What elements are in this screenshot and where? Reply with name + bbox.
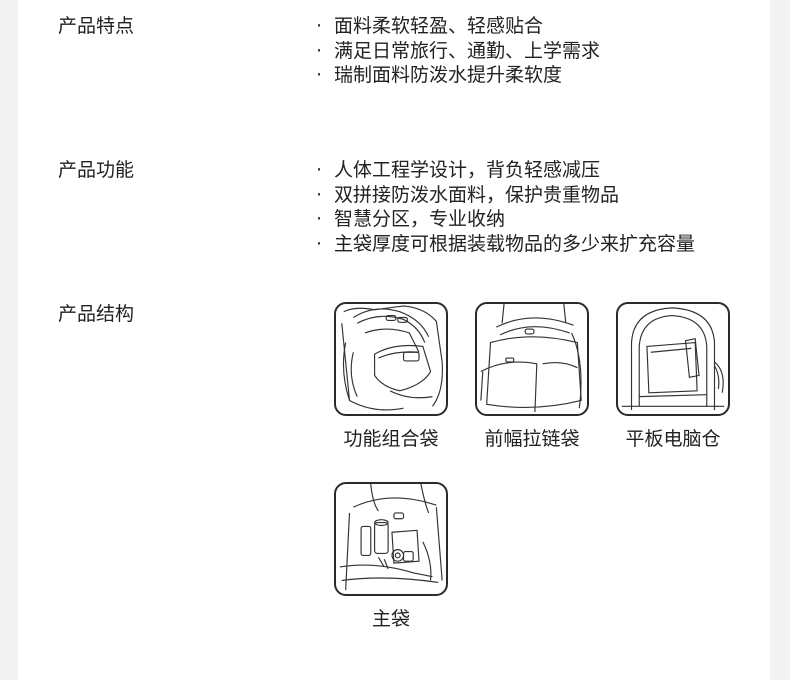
features-list: ·面料柔软轻盈、轻感贴合 ·满足日常旅行、通勤、上学需求 ·瑞制面料防泼水提升柔… [316, 14, 600, 88]
functions-list: ·人体工程学设计，背负轻感减压 ·双拼接防泼水面料，保护贵重物品 ·智慧分区，专… [316, 158, 695, 256]
main-compartment-illustration [334, 482, 448, 596]
content-panel: 产品特点 ·面料柔软轻盈、轻感贴合 ·满足日常旅行、通勤、上学需求 ·瑞制面料防… [18, 0, 770, 680]
list-item: ·人体工程学设计，背负轻感减压 [316, 159, 601, 181]
front-zipper-pocket-illustration [475, 302, 589, 416]
list-item: ·瑞制面料防泼水提升柔软度 [316, 64, 563, 86]
tablet-compartment-illustration [616, 302, 730, 416]
function-pocket-illustration [334, 302, 448, 416]
list-item: ·智慧分区，专业收纳 [316, 208, 506, 230]
functions-title: 产品功能 [58, 159, 135, 181]
features-title: 产品特点 [58, 15, 135, 37]
structure-label: 平板电脑仓 [625, 428, 721, 450]
structure-label: 功能组合袋 [343, 428, 439, 450]
list-item: ·面料柔软轻盈、轻感贴合 [316, 15, 544, 37]
structure-label: 前幅拉链袋 [484, 428, 580, 450]
structure-title: 产品结构 [58, 303, 135, 325]
structure-label: 主袋 [371, 608, 410, 630]
list-item: ·双拼接防泼水面料，保护贵重物品 [316, 183, 620, 206]
list-item: ·满足日常旅行、通勤、上学需求 [316, 39, 601, 62]
list-item: ·主袋厚度可根据装载物品的多少来扩充容量 [316, 232, 696, 255]
